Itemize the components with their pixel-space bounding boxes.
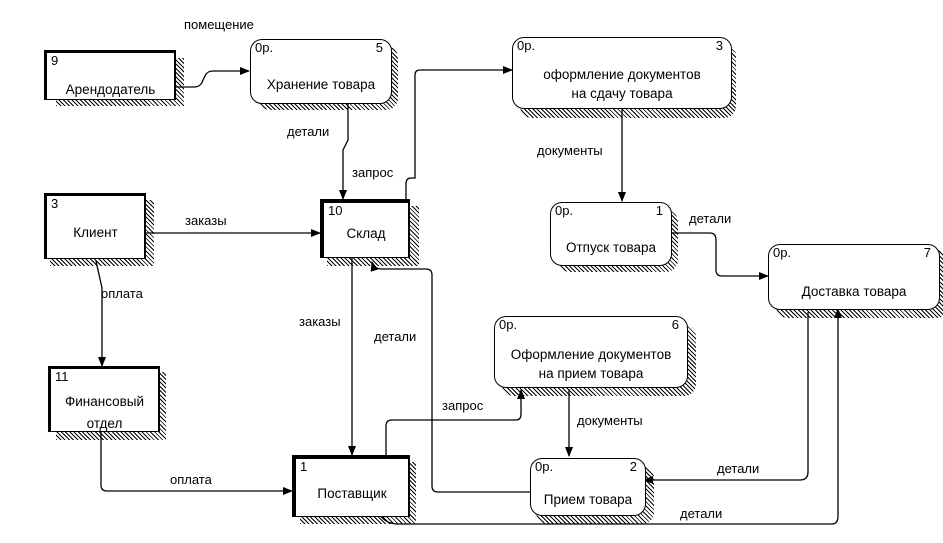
flow-postavshik-oformlenie-priem <box>385 389 525 457</box>
process-label: Доставка товара <box>801 284 907 299</box>
process-ref: 0р. <box>773 245 792 260</box>
process-priem[interactable]: 0р. 2 Прием товара <box>530 458 646 516</box>
process-number: 6 <box>671 317 679 332</box>
entity-number: 10 <box>328 203 343 218</box>
entity-postavshik[interactable]: 1 Поставщик <box>292 455 410 517</box>
flow-label-zapros-top: запрос <box>352 165 394 180</box>
flow-klient-finotdel <box>95 260 106 367</box>
process-label: Прием товара <box>543 492 633 507</box>
process-number: 1 <box>655 203 663 218</box>
flow-label-detali-sklad: детали <box>374 329 417 344</box>
process-ref: 0р. <box>255 40 274 55</box>
entity-label: Склад <box>346 226 386 241</box>
flow-otpusk-dostavka <box>670 232 769 280</box>
flow-label-oplata-klient: оплата <box>101 286 143 301</box>
process-label: Хранение товара <box>266 77 376 92</box>
flow-label-zakazy-sklad: заказы <box>299 314 341 329</box>
entity-finotdel[interactable]: 11 Финансовый отдел <box>48 366 160 432</box>
flow-finotdel-postavshik <box>100 432 293 495</box>
flow-label-zapros-bottom: запрос <box>442 398 484 413</box>
entity-label-line1: Финансовый <box>64 394 145 409</box>
process-ref: 0р. <box>535 459 554 474</box>
flow-sklad-oformlenie <box>405 66 513 200</box>
entity-number: 9 <box>51 53 59 68</box>
process-label-line1: Оформление документов <box>510 347 672 362</box>
flow-label-dokumenty-bottom: документы <box>577 413 643 428</box>
flow-label-pomeshenie: помещение <box>184 17 254 32</box>
process-otpusk[interactable]: 0р. 1 Отпуск товара <box>550 202 672 266</box>
flow-label-detali-bottom: детали <box>680 506 723 521</box>
entity-number: 11 <box>55 369 69 384</box>
entity-klient[interactable]: 3 Клиент <box>44 193 146 259</box>
entity-label-line2: отдел <box>86 416 123 431</box>
entity-label: Поставщик <box>317 486 387 501</box>
flow-label-dokumenty-top: документы <box>537 143 603 158</box>
entity-label: Арендодатель <box>65 82 156 97</box>
flow-dostavka-priem <box>643 312 809 484</box>
process-hranenie[interactable]: 0р. 5 Хранение товара <box>250 39 392 104</box>
process-oformlenie-sdacha[interactable]: 0р. 3 оформление документов на сдачу тов… <box>512 37 732 109</box>
process-number: 3 <box>715 38 723 53</box>
entity-arendodatel[interactable]: 9 Арендодатель <box>44 50 176 100</box>
process-ref: 0р. <box>555 203 574 218</box>
entity-number: 1 <box>300 459 308 474</box>
flow-arendodatel-hranenie <box>176 67 250 88</box>
entity-label: Клиент <box>73 225 118 240</box>
flow-label-detali-hranenie: детали <box>287 124 330 139</box>
flow-priem-sklad <box>370 261 530 493</box>
process-label-line1: оформление документов <box>543 67 701 82</box>
flow-label-detali-otpusk: детали <box>689 211 732 226</box>
process-label-line2: на сдачу товара <box>571 86 673 101</box>
flow-hranenie-sklad <box>339 104 349 200</box>
flow-label-detali-dostavka: детали <box>717 461 760 476</box>
process-ref: 0р. <box>499 317 518 332</box>
process-number: 7 <box>923 245 931 260</box>
entity-number: 3 <box>51 196 59 211</box>
flow-label-oplata-fin: оплата <box>170 472 212 487</box>
process-dostavka[interactable]: 0р. 7 Доставка товара <box>768 244 940 310</box>
process-ref: 0р. <box>517 38 536 53</box>
flow-label-zakazy-klient: заказы <box>185 213 227 228</box>
process-oformlenie-priem[interactable]: 0р. 6 Оформление документов на прием тов… <box>494 316 688 388</box>
process-label: Отпуск товара <box>565 240 657 255</box>
entity-sklad[interactable]: 10 Склад <box>320 199 410 258</box>
process-number: 2 <box>629 459 637 474</box>
process-label-line2: на прием товара <box>538 366 644 381</box>
process-number: 5 <box>375 40 383 55</box>
